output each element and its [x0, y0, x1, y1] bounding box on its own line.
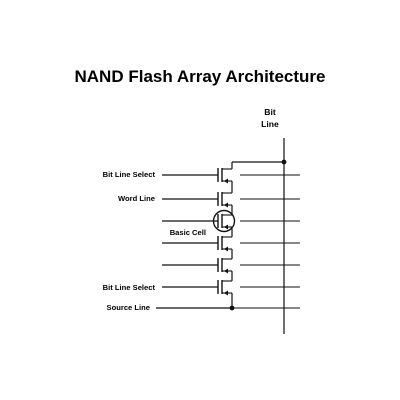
transistor-arrow-5 — [224, 268, 228, 274]
source-line-node — [229, 305, 235, 311]
transistor-arrow-1 — [224, 178, 228, 184]
nand-transistor-string — [217, 162, 233, 308]
array-row-lines-right — [232, 174, 300, 309]
label-word-line: Word Line — [118, 194, 155, 203]
transistor-arrow-3 — [224, 224, 228, 230]
bit-line-label-line2: Line — [261, 119, 279, 129]
diagram-title: NAND Flash Array Architecture — [75, 67, 326, 86]
gate-lines — [156, 174, 232, 309]
label-bit-line-select-top: Bit Line Select — [103, 170, 156, 179]
bit-line-label-line1: Bit — [264, 107, 276, 117]
transistor-arrow-2 — [224, 202, 228, 208]
basic-cell-highlight-circle — [212, 209, 236, 233]
transistor-arrow-6 — [224, 290, 228, 296]
label-basic-cell: Basic Cell — [170, 228, 206, 237]
label-source-line: Source Line — [107, 303, 150, 312]
transistor-arrow-4 — [224, 246, 228, 252]
label-bit-line-select-bottom: Bit Line Select — [103, 283, 156, 292]
